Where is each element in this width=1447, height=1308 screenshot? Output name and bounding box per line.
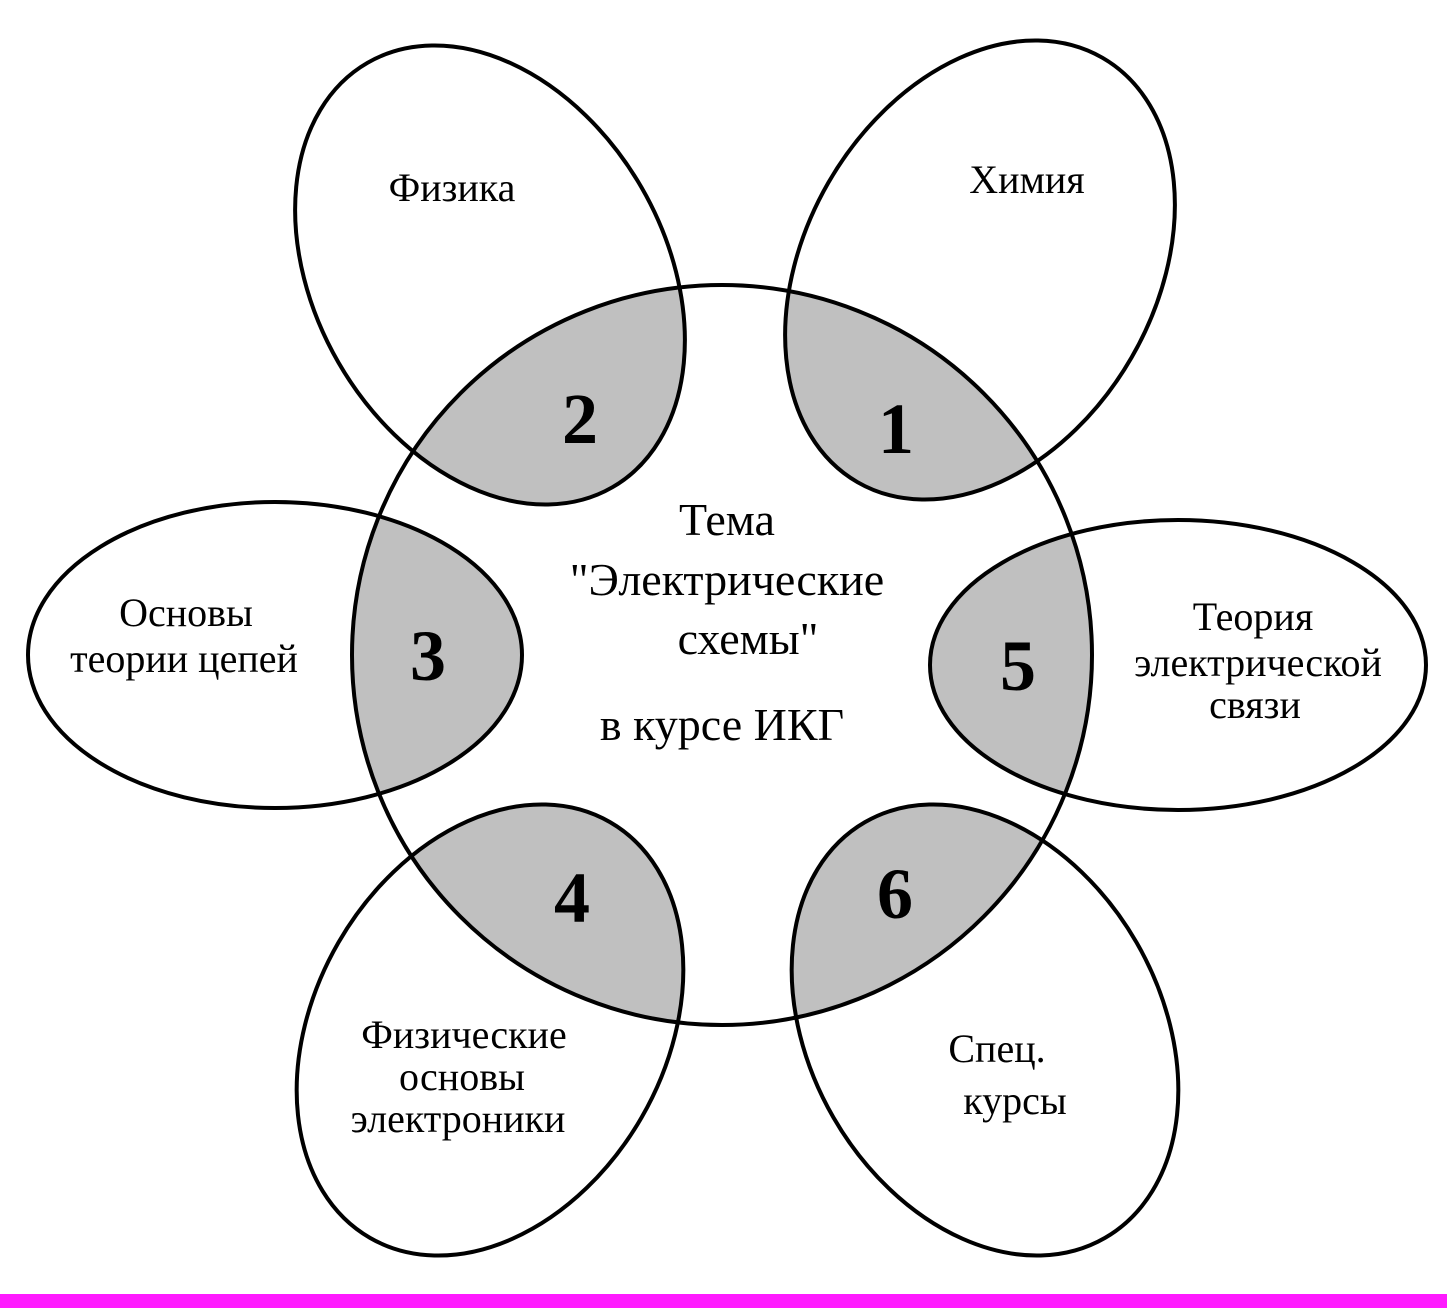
center-label-line-4: в курсе ИКГ bbox=[600, 699, 844, 750]
overlap-region-5 bbox=[930, 520, 1092, 810]
petal-label-communication-line-1: Теория bbox=[1193, 594, 1313, 639]
petal-label-circuit-theory-line-2: теории цепей bbox=[70, 636, 298, 681]
overlap-number-4: 4 bbox=[554, 858, 590, 938]
overlap-region-3 bbox=[352, 502, 522, 808]
overlap-number-3: 3 bbox=[410, 616, 446, 696]
petal-ellipse-1 bbox=[783, 38, 1177, 502]
petal-label-communication-line-2: электрической bbox=[1134, 640, 1382, 685]
petal-label-circuit-theory-line-1: Основы bbox=[119, 590, 253, 635]
overlap-number-2: 2 bbox=[562, 379, 598, 459]
petal-label-special-courses-line-1: Спец. bbox=[948, 1026, 1045, 1071]
petal-label-electronics-line-1: Физические bbox=[361, 1012, 566, 1057]
overlap-number-6: 6 bbox=[877, 854, 913, 934]
petal-label-communication-line-3: связи bbox=[1209, 682, 1301, 727]
petal-label-physics: Физика bbox=[389, 165, 516, 210]
center-label-line-2: "Электрические bbox=[570, 554, 884, 605]
petal-label-electronics-line-3: электроники bbox=[351, 1096, 566, 1141]
center-label-line-1: Тема bbox=[679, 494, 775, 545]
petal-label-chemistry: Химия bbox=[969, 157, 1084, 202]
overlap-number-1: 1 bbox=[878, 389, 914, 469]
center-label-line-3: схемы" bbox=[678, 613, 819, 664]
petal-label-special-courses-line-2: курсы bbox=[963, 1078, 1067, 1123]
petal-ellipse-6 bbox=[789, 802, 1181, 1258]
overlap-number-5: 5 bbox=[1000, 626, 1036, 706]
petal-ellipse-5 bbox=[928, 518, 1428, 812]
petal-ellipse-4 bbox=[294, 802, 686, 1258]
petal-ellipse-2 bbox=[293, 43, 687, 507]
center-circle bbox=[350, 283, 1094, 1027]
petal-ellipse-3 bbox=[26, 500, 524, 810]
petal-label-electronics-line-2: основы bbox=[399, 1054, 525, 1099]
bottom-accent-bar bbox=[0, 1294, 1447, 1308]
